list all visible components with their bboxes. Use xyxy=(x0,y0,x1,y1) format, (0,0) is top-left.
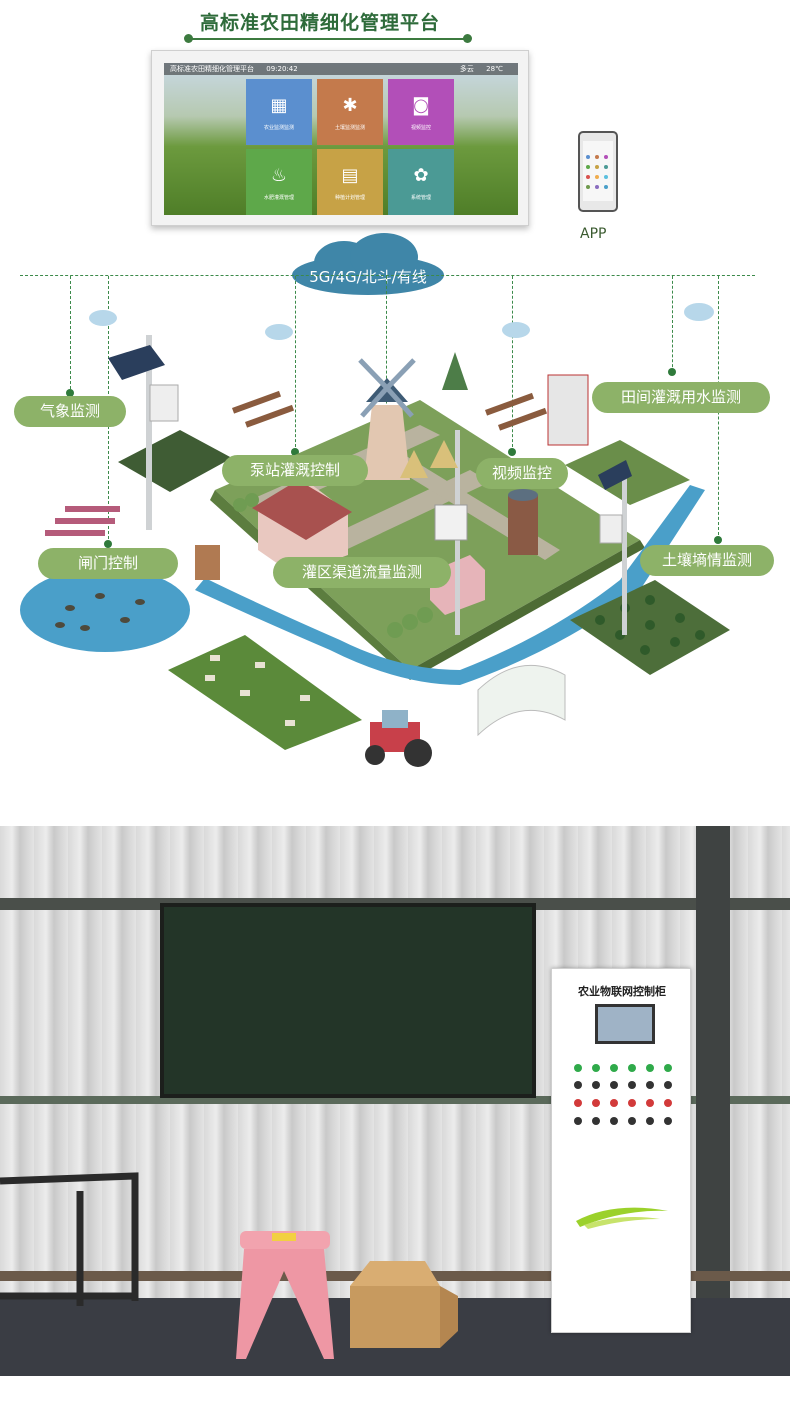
tile-label: 视频监控 xyxy=(410,125,431,131)
title-dot-right xyxy=(463,34,472,43)
tile-plan[interactable]: ▤ 种植计划管理 xyxy=(317,149,383,215)
stop-button[interactable] xyxy=(592,1099,600,1107)
node-video xyxy=(508,448,516,456)
switch-button[interactable] xyxy=(664,1117,672,1125)
brand-wave-logo xyxy=(576,1207,668,1229)
switch-button[interactable] xyxy=(610,1117,618,1125)
cabinet-touchscreen[interactable] xyxy=(595,1004,655,1044)
label-video: 视频监控 xyxy=(476,458,568,489)
cabinet-title: 农业物联网控制柜 xyxy=(578,985,666,998)
tile-farm-monitor[interactable]: ▦ 农业监测监测 xyxy=(246,79,312,145)
switch-button[interactable] xyxy=(574,1081,582,1089)
stop-button[interactable] xyxy=(610,1099,618,1107)
link-video xyxy=(512,276,513,452)
app-label: APP xyxy=(580,226,607,242)
pink-stool xyxy=(236,1231,334,1359)
link-pump xyxy=(295,276,296,452)
label-pump: 泵站灌溉控制 xyxy=(222,455,368,486)
switch-button[interactable] xyxy=(646,1081,654,1089)
control-cabinet: 农业物联网控制柜 xyxy=(551,968,691,1333)
link-irrigation xyxy=(672,276,673,372)
switch-button[interactable] xyxy=(592,1081,600,1089)
cardboard-box xyxy=(350,1261,458,1348)
gear-icon: ✿ xyxy=(413,165,429,186)
switch-button[interactable] xyxy=(628,1081,636,1089)
stop-button[interactable] xyxy=(646,1099,654,1107)
node-weather xyxy=(66,389,74,397)
water-drop-icon: ♨ xyxy=(270,165,288,186)
bug-icon: ✱ xyxy=(342,95,358,116)
grid-icon: ▦ xyxy=(270,95,288,116)
tile-label: 水肥灌溉管理 xyxy=(263,195,294,201)
tile-soil-monitor[interactable]: ✱ 土壤监测监测 xyxy=(317,79,383,145)
label-gate: 闸门控制 xyxy=(38,548,178,579)
led-display-panel xyxy=(160,903,536,1098)
tile-label: 农业监测监测 xyxy=(263,125,294,131)
tile-label: 系统管理 xyxy=(410,195,431,201)
node-gate xyxy=(104,540,112,548)
platform-screen: 高标准农田精细化管理平台 09:20:42 多云 28℃ ▦ 农业监测监测 ✱ … xyxy=(164,63,518,215)
indicator-light xyxy=(664,1064,672,1072)
tile-label: 土壤监测监测 xyxy=(334,125,365,131)
label-irrigation-water: 田间灌溉用水监测 xyxy=(592,382,770,413)
switch-button[interactable] xyxy=(646,1117,654,1125)
indicator-light xyxy=(574,1064,582,1072)
metal-frame xyxy=(0,1172,139,1306)
label-weather: 气象监测 xyxy=(14,396,126,427)
farm-illustration xyxy=(20,303,730,767)
node-irrigation xyxy=(668,368,676,376)
switch-button[interactable] xyxy=(664,1081,672,1089)
screen-topbar: 高标准农田精细化管理平台 09:20:42 多云 28℃ xyxy=(164,63,518,75)
switch-button[interactable] xyxy=(574,1117,582,1125)
tile-irrigation[interactable]: ♨ 水肥灌溉管理 xyxy=(246,149,312,215)
installation-photo: 农业物联网控制柜 xyxy=(0,826,790,1376)
phone-icon xyxy=(578,131,618,212)
indicator-light xyxy=(628,1064,636,1072)
tile-label: 种植计划管理 xyxy=(334,195,365,201)
network-cloud-icon xyxy=(292,233,444,295)
tile-system[interactable]: ✿ 系统管理 xyxy=(388,149,454,215)
stop-button[interactable] xyxy=(574,1099,582,1107)
platform-monitor: 高标准农田精细化管理平台 09:20:42 多云 28℃ ▦ 农业监测监测 ✱ … xyxy=(151,50,529,226)
link-weather xyxy=(70,276,71,394)
label-soil: 土壤墒情监测 xyxy=(640,545,774,576)
phone-screen xyxy=(583,141,613,201)
label-canal: 灌区渠道流量监测 xyxy=(273,557,451,588)
title-line-right xyxy=(200,38,466,40)
tile-video[interactable]: ◙ 视频监控 xyxy=(388,79,454,145)
plan-icon: ▤ xyxy=(341,165,359,186)
indicator-light xyxy=(610,1064,618,1072)
indicator-light xyxy=(592,1064,600,1072)
page-title: 高标准农田精细化管理平台 xyxy=(200,12,441,34)
switch-button[interactable] xyxy=(592,1117,600,1125)
stop-button[interactable] xyxy=(664,1099,672,1107)
network-label: 5G/4G/北斗/有线 xyxy=(309,268,427,286)
node-pump xyxy=(291,448,299,456)
stop-button[interactable] xyxy=(628,1099,636,1107)
camera-icon: ◙ xyxy=(412,95,430,116)
wall-beam-middle xyxy=(0,1096,790,1104)
screen-topbar-title: 高标准农田精细化管理平台 xyxy=(170,65,254,73)
platform-diagram: 高标准农田精细化管理平台 高标准农田精细化管理平台 09:20:42 多云 28… xyxy=(14,12,774,767)
switch-button[interactable] xyxy=(628,1117,636,1125)
screen-topbar-time: 09:20:42 xyxy=(266,65,298,73)
screen-topbar-temp: 28℃ xyxy=(486,65,503,73)
switch-button[interactable] xyxy=(610,1081,618,1089)
network-bus-line xyxy=(20,275,755,276)
title-dot-left xyxy=(184,34,193,43)
screen-topbar-weather: 多云 xyxy=(459,65,474,73)
indicator-light xyxy=(646,1064,654,1072)
steel-column xyxy=(696,826,730,1298)
node-soil xyxy=(714,536,722,544)
